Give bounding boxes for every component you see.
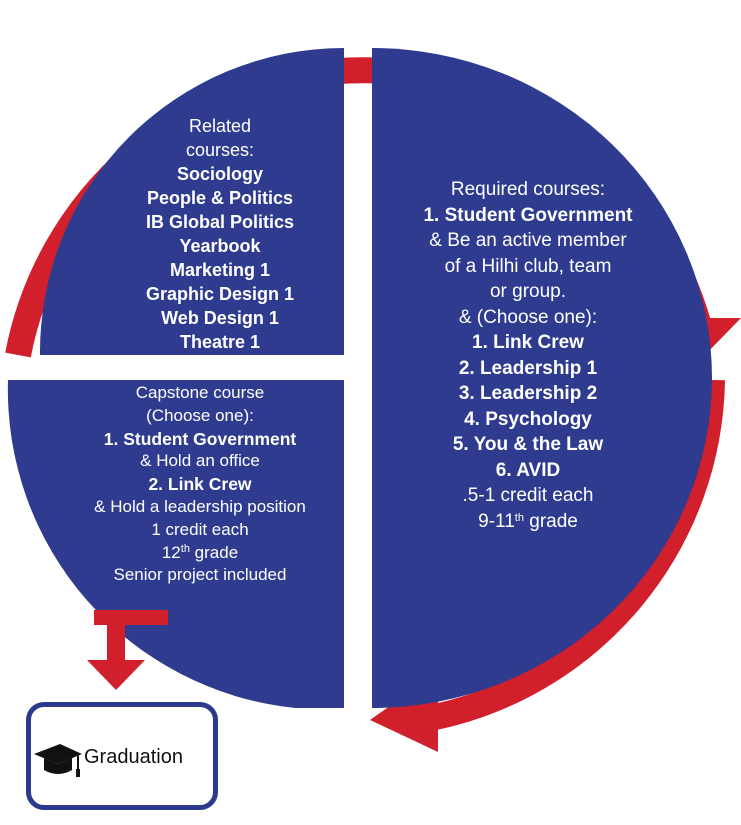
required-first-course: 1. Student Government [423, 204, 633, 226]
capstone-heading-2: (Choose one): [146, 405, 254, 425]
capstone-grade: 12th grade [161, 542, 239, 562]
quadrant-required [372, 48, 712, 708]
related-courses-block: Related courses: Sociology People & Poli… [125, 114, 315, 354]
graduation-arrow [87, 610, 168, 690]
graduation-cap-icon [34, 744, 82, 777]
graduation-label: Graduation [84, 746, 183, 768]
required-member-line: or group. [489, 281, 567, 302]
related-course: Web Design 1 [161, 308, 279, 328]
required-grade: 9-11th grade [478, 510, 578, 532]
required-courses-block: Required courses: 1. Student Government … [383, 177, 673, 534]
capstone-option-1: 1. Student Government [103, 428, 297, 449]
capstone-heading-1: Capstone course [135, 383, 265, 402]
required-member-line: & Be an active member [429, 230, 627, 251]
related-heading-2: courses: [185, 140, 255, 160]
related-course: Theatre 1 [179, 332, 261, 352]
related-course: Yearbook [179, 236, 261, 256]
quadrant-related [39, 48, 344, 355]
capstone-option-2-note: & Hold a leadership position [94, 496, 306, 516]
required-credit: .5-1 credit each [462, 485, 594, 506]
required-option: 2. Leadership 1 [458, 357, 598, 379]
required-member-line: of a Hilhi club, team [444, 255, 612, 277]
required-option: 3. Leadership 2 [458, 383, 598, 404]
related-course: Sociology [176, 164, 263, 184]
required-option: 6. AVID [495, 459, 561, 481]
related-course: People & Politics [146, 188, 294, 208]
required-choose: & (Choose one): [458, 306, 598, 328]
related-course: Graphic Design 1 [145, 284, 295, 304]
capstone-option-1-note: & Hold an office [140, 451, 260, 471]
capstone-project: Senior project included [113, 565, 287, 585]
related-heading-1: Related [188, 116, 252, 136]
required-option: 4. Psychology [464, 408, 592, 430]
required-option: 1. Link Crew [472, 332, 584, 353]
related-course: IB Global Politics [145, 212, 295, 232]
capstone-course-block: Capstone course (Choose one): 1. Student… [55, 382, 345, 587]
capstone-option-2: 2. Link Crew [148, 474, 252, 495]
related-course: Marketing 1 [169, 260, 271, 280]
quadrant-capstone [7, 380, 344, 708]
capstone-credit: 1 credit each [151, 519, 249, 539]
required-option: 5. You & the Law [452, 434, 604, 455]
required-heading: Required courses: [450, 179, 606, 200]
graduation-box [26, 702, 218, 810]
